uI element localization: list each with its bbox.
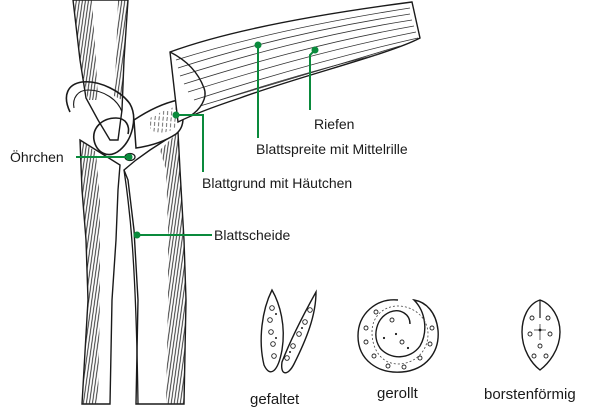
cross-section-folded	[261, 290, 316, 373]
dot-blattspreite	[255, 42, 262, 49]
dot-blattscheide	[134, 232, 141, 239]
label-blattgrund: Blattgrund mit Häutchen	[202, 175, 352, 191]
caption-gefaltet: gefaltet	[250, 391, 299, 409]
label-oehrchen: Öhrchen	[10, 149, 64, 165]
cross-section-rolled	[358, 300, 438, 372]
caption-gerollt: gerollt	[377, 385, 418, 403]
dot-oehrchen	[126, 154, 133, 161]
cross-section-bristle	[522, 300, 560, 370]
caption-borstenfoermig: borstenförmig	[484, 386, 576, 404]
dot-blattgrund	[173, 112, 180, 119]
stem-lower-shade	[80, 140, 100, 404]
label-riefen: Riefen	[314, 116, 354, 132]
label-blattspreite: Blattspreite mit Mittelrille	[256, 141, 408, 157]
label-blattscheide: Blattscheide	[214, 227, 290, 243]
dot-riefen	[312, 47, 319, 54]
